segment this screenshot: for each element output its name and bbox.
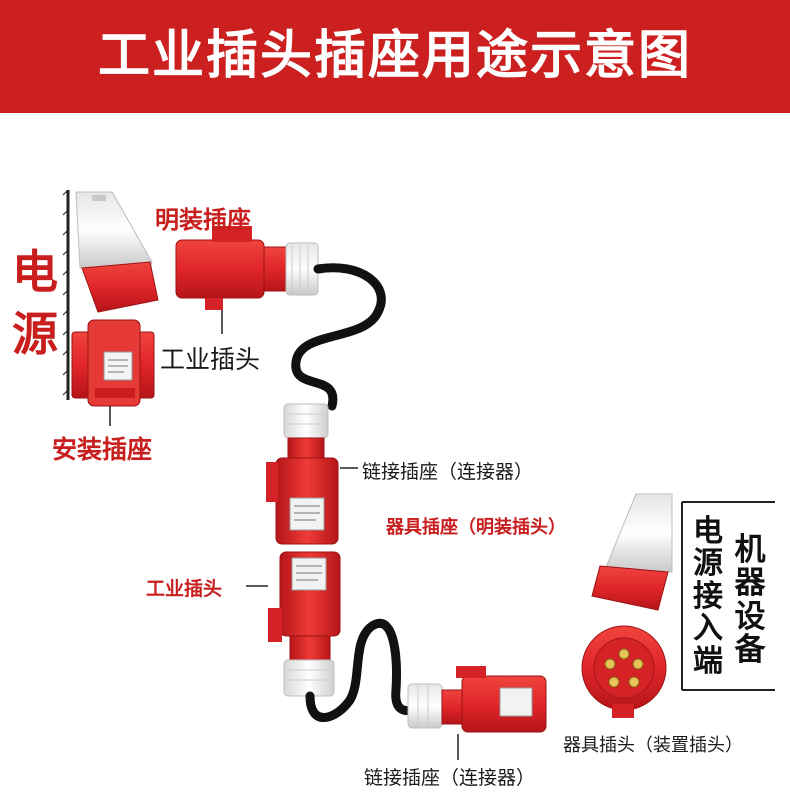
label-coupler-mid: 链接插座（连接器）: [362, 461, 534, 483]
power-source-label: 电 源: [10, 245, 60, 361]
label-industrial-plug-top: 工业插头: [160, 345, 261, 374]
label-mounted-socket: 安装插座: [52, 435, 153, 464]
title-banner: [0, 0, 790, 113]
power-inlet-label: 电源接入端: [693, 514, 723, 679]
power-source-char-1: 电: [12, 245, 58, 299]
label-appliance-plug: 器具插头（装置插头）: [563, 735, 743, 756]
cable-top: [291, 263, 386, 411]
cable-bottom: [305, 619, 417, 722]
vertical-plug: [268, 551, 341, 697]
vertical-coupler: [266, 403, 339, 545]
top-plug-horizontal: [175, 226, 319, 310]
appliance-socket-angled: [591, 493, 673, 611]
page-title: 工业插头插座用途示意图: [97, 26, 692, 86]
label-appliance-socket: 器具插座（明装插头）: [386, 517, 566, 538]
wall-socket-angled: [75, 191, 159, 313]
label-coupler-bottom: 链接插座（连接器）: [364, 767, 536, 789]
appliance-plug-face: [581, 625, 667, 718]
right-equipment-bracket: [681, 501, 775, 691]
bottom-coupler-horizontal: [407, 666, 547, 733]
left-wall: [62, 189, 70, 400]
panel-socket: [71, 319, 155, 407]
label-surface-socket-top: 明装插座: [155, 206, 251, 234]
label-industrial-plug-mid: 工业插头: [146, 578, 223, 600]
power-source-char-2: 源: [12, 306, 58, 361]
machine-equipment-label: 机器设备: [734, 532, 766, 669]
